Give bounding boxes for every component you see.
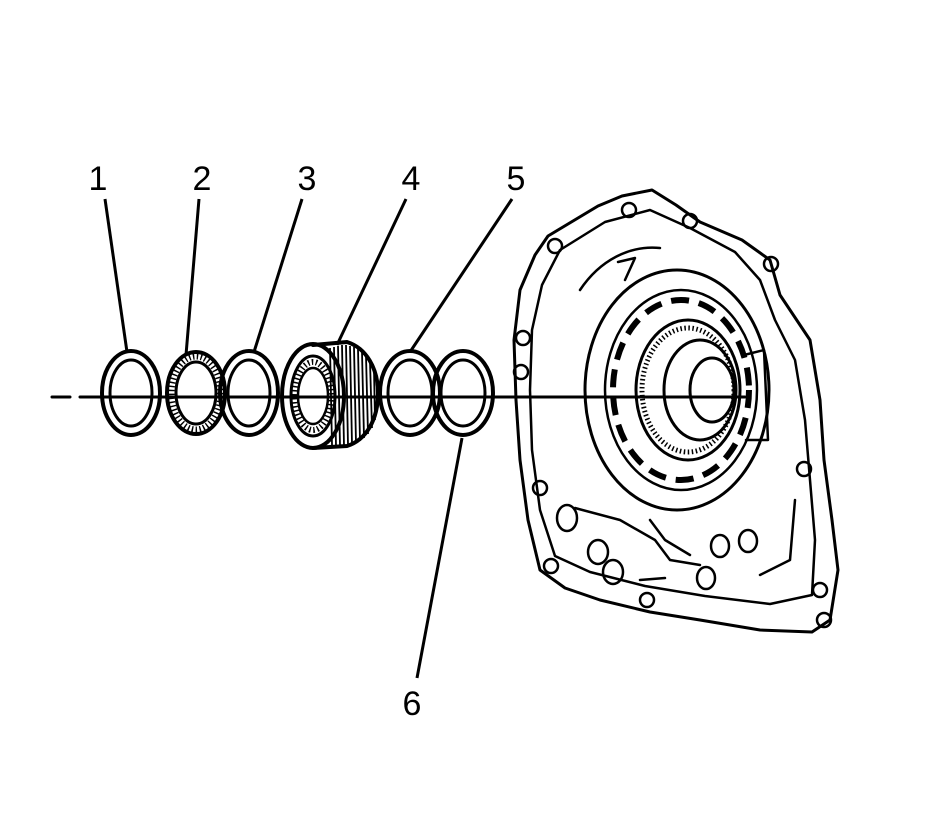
leader-line-6	[415, 437, 464, 679]
callout-label-6: 6	[403, 685, 422, 723]
leader-line-2	[184, 198, 201, 356]
callout-label-2: 2	[193, 160, 212, 198]
leader-lines	[103, 198, 514, 679]
callout-label-3: 3	[298, 160, 317, 198]
leader-line-1	[103, 198, 129, 353]
leader-line-3	[252, 198, 304, 353]
callout-label-5: 5	[507, 160, 526, 198]
washer-part-3	[218, 349, 280, 437]
needle-bearing-part-2	[165, 350, 227, 436]
transmission-housing	[512, 188, 840, 634]
washer-part-6	[431, 349, 495, 437]
callout-label-1: 1	[89, 160, 108, 198]
washer-part-1	[100, 349, 162, 437]
callout-label-4: 4	[402, 160, 421, 198]
leader-line-4	[335, 198, 408, 346]
gear-part-4	[280, 340, 380, 450]
callout-labels: 1 2 3 4 5 6	[89, 160, 526, 723]
leader-line-5	[408, 198, 514, 353]
